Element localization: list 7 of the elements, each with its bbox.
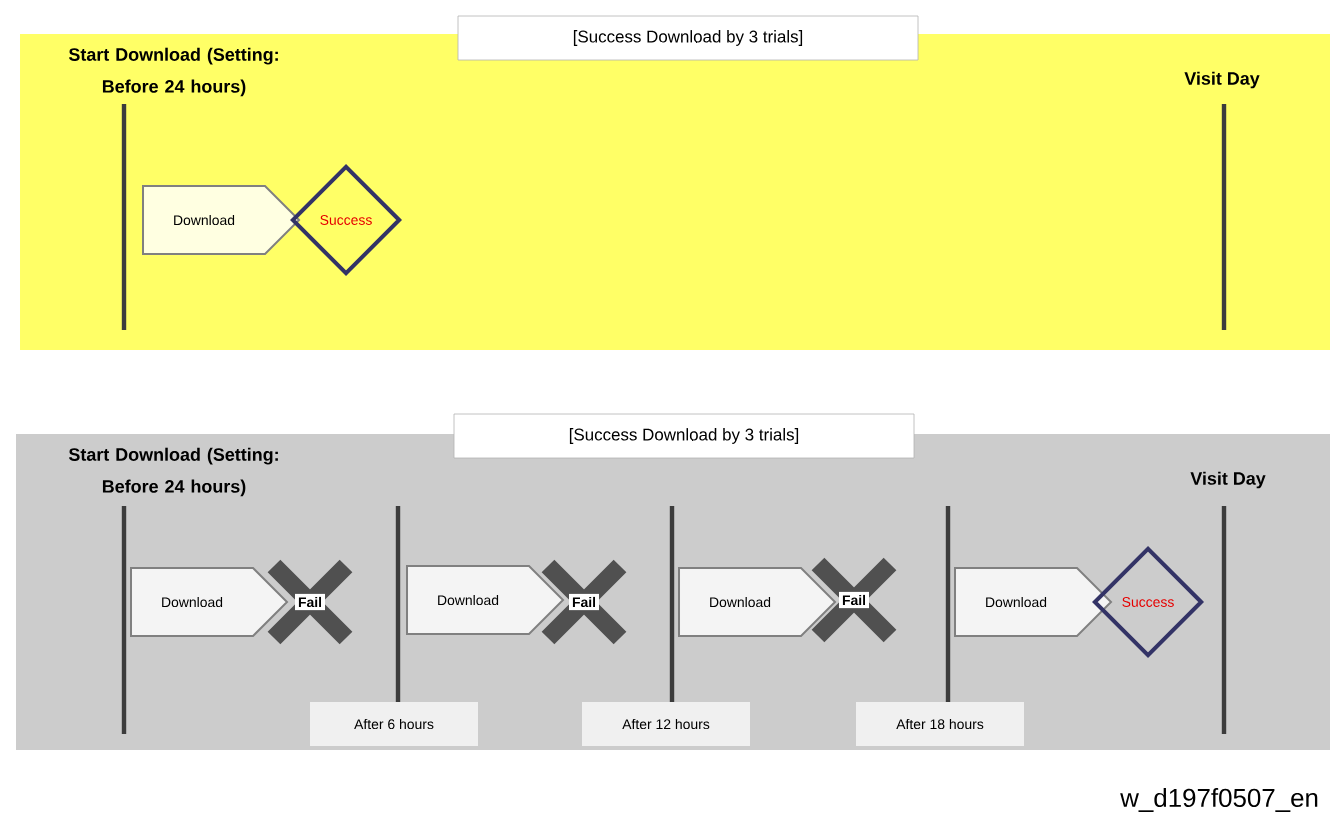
figure-id: w_d197f0507_en (1120, 788, 1318, 812)
timeline-heading: Start Download (Setting: Before 24 hours) (68, 47, 278, 97)
title-box: [Success Download by 3 trials] (457, 15, 919, 61)
timeline-heading: Visit Day (1184, 71, 1260, 89)
timeline-heading: Visit Day (1190, 471, 1266, 489)
timeline-heading: Start Download (Setting: Before 24 hours) (68, 447, 278, 497)
title-box: [Success Download by 3 trials] (453, 413, 915, 459)
